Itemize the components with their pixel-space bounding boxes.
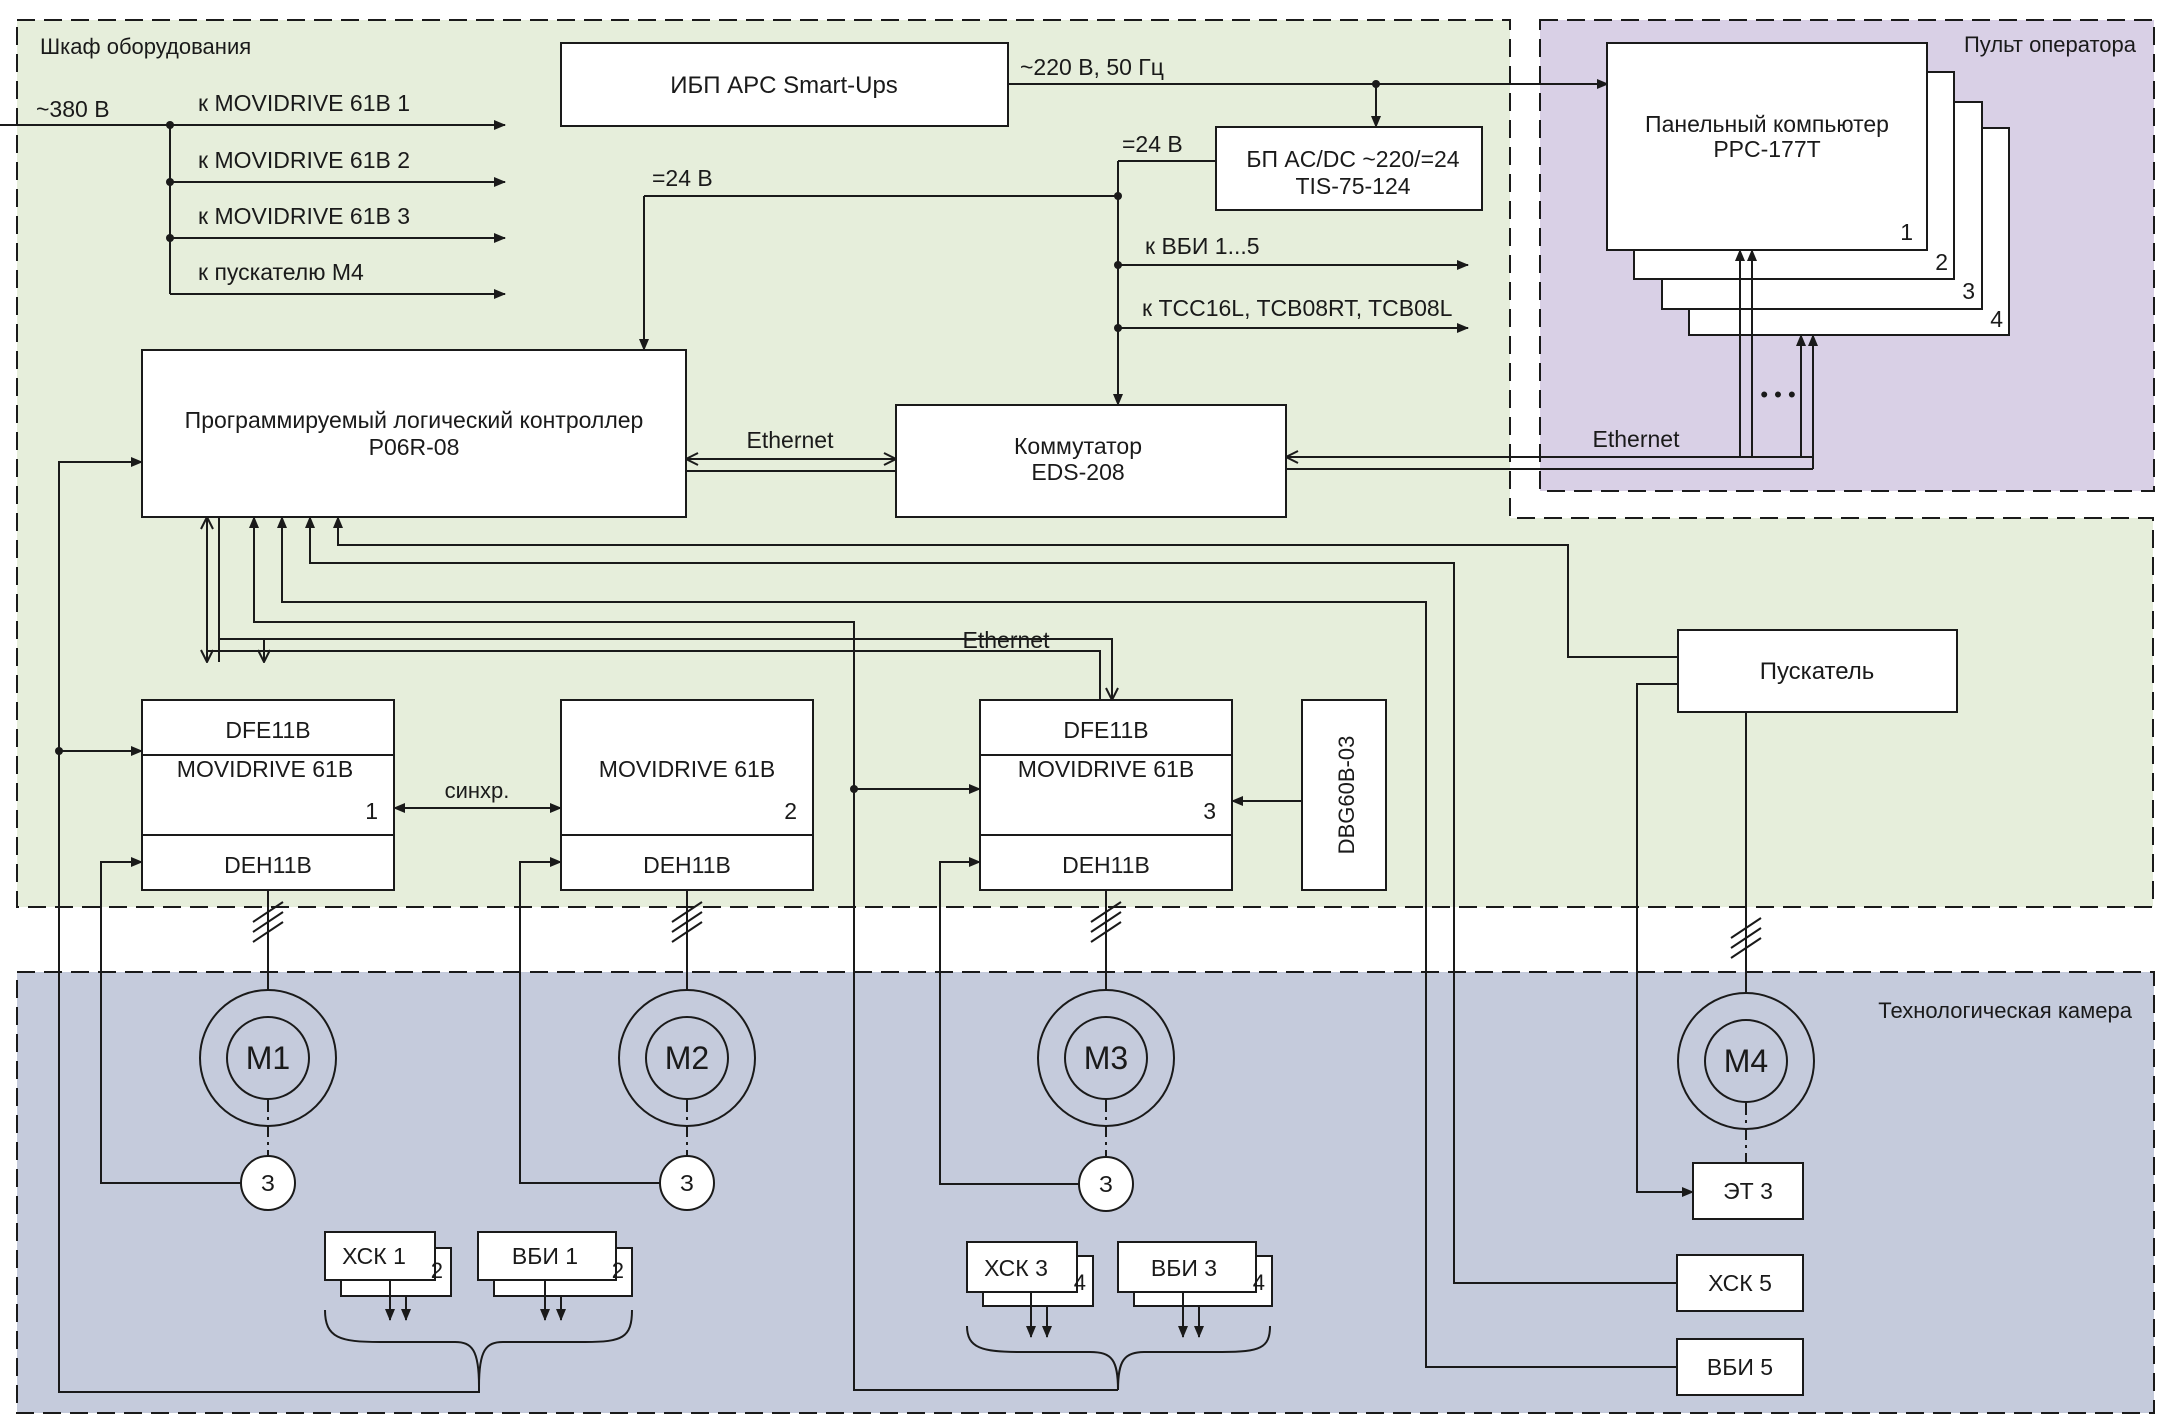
feed-label-2: к MOVIDRIVE 61B 2	[198, 147, 410, 173]
switch-label-2: EDS-208	[1031, 459, 1124, 485]
drive3-box	[979, 699, 1233, 891]
ethernet-label-panel: Ethernet	[1593, 426, 1681, 452]
feed-label-1: к MOVIDRIVE 61B 1	[198, 90, 410, 116]
psu-dc-label: =24 В	[1122, 131, 1183, 157]
drive3-top-module: DFE11B	[1063, 717, 1148, 743]
panel-pc-num-1: 1	[1900, 219, 1913, 245]
drive3-name: MOVIDRIVE 61B	[1018, 756, 1194, 782]
ethernet-switch-panel	[1286, 249, 1818, 470]
ethernet-label-bus: Ethernet	[963, 627, 1051, 653]
to-vbi-label: к ВБИ 1...5	[1145, 233, 1260, 259]
feed-label-4: к пускателю М4	[198, 259, 364, 285]
ups-label: ИБП APC Smart-Ups	[670, 72, 898, 99]
sensor-vbi3-label: ВБИ 3	[1151, 1255, 1217, 1281]
starter-box	[1677, 629, 1958, 713]
encoder-m3-label: З	[1099, 1171, 1113, 1197]
psu-label-1: БП AC/DC ~220/=24	[1246, 146, 1459, 172]
drive2-name: MOVIDRIVE 61B	[599, 756, 775, 782]
sensor-hsk3	[966, 1241, 1094, 1307]
brace-group-1	[324, 1309, 633, 1387]
sensor-hsk5-box	[1676, 1254, 1804, 1312]
drive3-number: 3	[1203, 798, 1216, 824]
sensor-hsk1-count: 2	[431, 1258, 443, 1283]
starter-label: Пускатель	[1760, 658, 1875, 685]
chamber-border	[16, 971, 2155, 1414]
ethernet-bus-drive3	[207, 638, 1112, 700]
plc-label-2: P06R-08	[369, 434, 460, 460]
panel-pc-more: • • •	[1760, 382, 1795, 407]
ups-output-label: ~220 В, 50 Гц	[1020, 54, 1164, 80]
sensor-hsk3-label: ХСК 3	[984, 1255, 1048, 1281]
switch-label-1: Коммутатор	[1014, 433, 1142, 459]
psu-box	[1215, 126, 1483, 211]
motor-m4-label: М4	[1724, 1043, 1768, 1079]
panel-pc-num-4: 4	[1990, 306, 2003, 332]
encoder-m1-label: З	[261, 1170, 275, 1196]
plc-to-starter	[333, 516, 1678, 658]
motor-m1-label: М1	[246, 1040, 290, 1076]
ethernet-label-plc: Ethernet	[747, 427, 835, 453]
sensor-hsk3-count: 4	[1074, 1270, 1086, 1295]
switch-box	[895, 404, 1287, 518]
psu-label-2: TIS-75-124	[1295, 173, 1410, 199]
ethernet-plc-switch	[686, 459, 896, 472]
sensor-hsk1-label: ХСК 1	[342, 1243, 406, 1269]
sensor-hsk5-label: ХСК 5	[1708, 1270, 1772, 1296]
panel-pc-stack	[1606, 42, 2010, 336]
sensor-vbi1-label: ВБИ 1	[512, 1243, 578, 1269]
cabinet-border	[16, 19, 2154, 908]
panel-pc-num-2: 2	[1935, 249, 1948, 275]
motor-shafts	[267, 1100, 1747, 1163]
drive2-box	[560, 699, 814, 891]
panel-pc-label-2: PPC-177T	[1713, 136, 1820, 162]
drive2-bottom-module: DEH11B	[643, 852, 731, 878]
et3-to-starter	[1636, 683, 1694, 1197]
motor-m3-label: М3	[1084, 1040, 1128, 1076]
sensor-outputs	[385, 1280, 1204, 1338]
operator-border	[1539, 19, 2155, 492]
dbg-label: DBG60B-03	[1334, 736, 1359, 855]
sensor-hsk1	[324, 1231, 452, 1297]
panel-pc-num-3: 3	[1962, 278, 1975, 304]
plc-signal-returns	[55, 457, 1677, 1393]
ethernet-plc-drive1	[207, 517, 220, 662]
feed-label-3: к MOVIDRIVE 61B 3	[198, 203, 410, 229]
to-tcc-label: к TCC16L, TCB08RT, TCB08L	[1142, 295, 1453, 321]
motor-power-cables	[252, 712, 1762, 993]
ups-box	[560, 42, 1009, 127]
dbg-box	[1301, 699, 1387, 891]
sensor-vbi3	[1117, 1241, 1273, 1307]
drive1-name: MOVIDRIVE 61B	[177, 756, 353, 782]
sensor-vbi5-label: ВБИ 5	[1707, 1354, 1773, 1380]
plc-box	[141, 349, 687, 518]
drive1-box	[141, 699, 395, 891]
sync-label: синхр.	[445, 778, 510, 803]
drive3-bottom-module: DEH11B	[1062, 852, 1150, 878]
mains-voltage-label: ~380 В	[36, 96, 110, 122]
drive2-number: 2	[784, 798, 797, 824]
sensor-vbi5-box	[1676, 1338, 1804, 1396]
drive1-number: 1	[365, 798, 378, 824]
panel-pc-label-1: Панельный компьютер	[1645, 111, 1889, 137]
sensor-et3-box	[1692, 1162, 1804, 1220]
sensor-et3-label: ЭТ 3	[1723, 1178, 1773, 1204]
drive1-top-module: DFE11B	[225, 717, 310, 743]
motor-m2-label: М2	[665, 1040, 709, 1076]
sensor-vbi1-count: 2	[612, 1258, 624, 1283]
operator-label: Пульт оператора	[1964, 32, 2137, 57]
plc-dc-label: =24 В	[652, 165, 713, 191]
sensor-vbi1	[477, 1231, 633, 1297]
chamber-label: Технологическая камера	[1878, 998, 2132, 1023]
sensor-vbi3-count: 4	[1253, 1270, 1265, 1295]
encoder-m2-label: З	[680, 1170, 694, 1196]
plc-label-1: Программируемый логический контроллер	[185, 407, 644, 433]
encoder-feedback	[100, 857, 1079, 1185]
cabinet-label: Шкаф оборудования	[40, 34, 251, 59]
drive1-bottom-module: DEH11B	[224, 852, 312, 878]
